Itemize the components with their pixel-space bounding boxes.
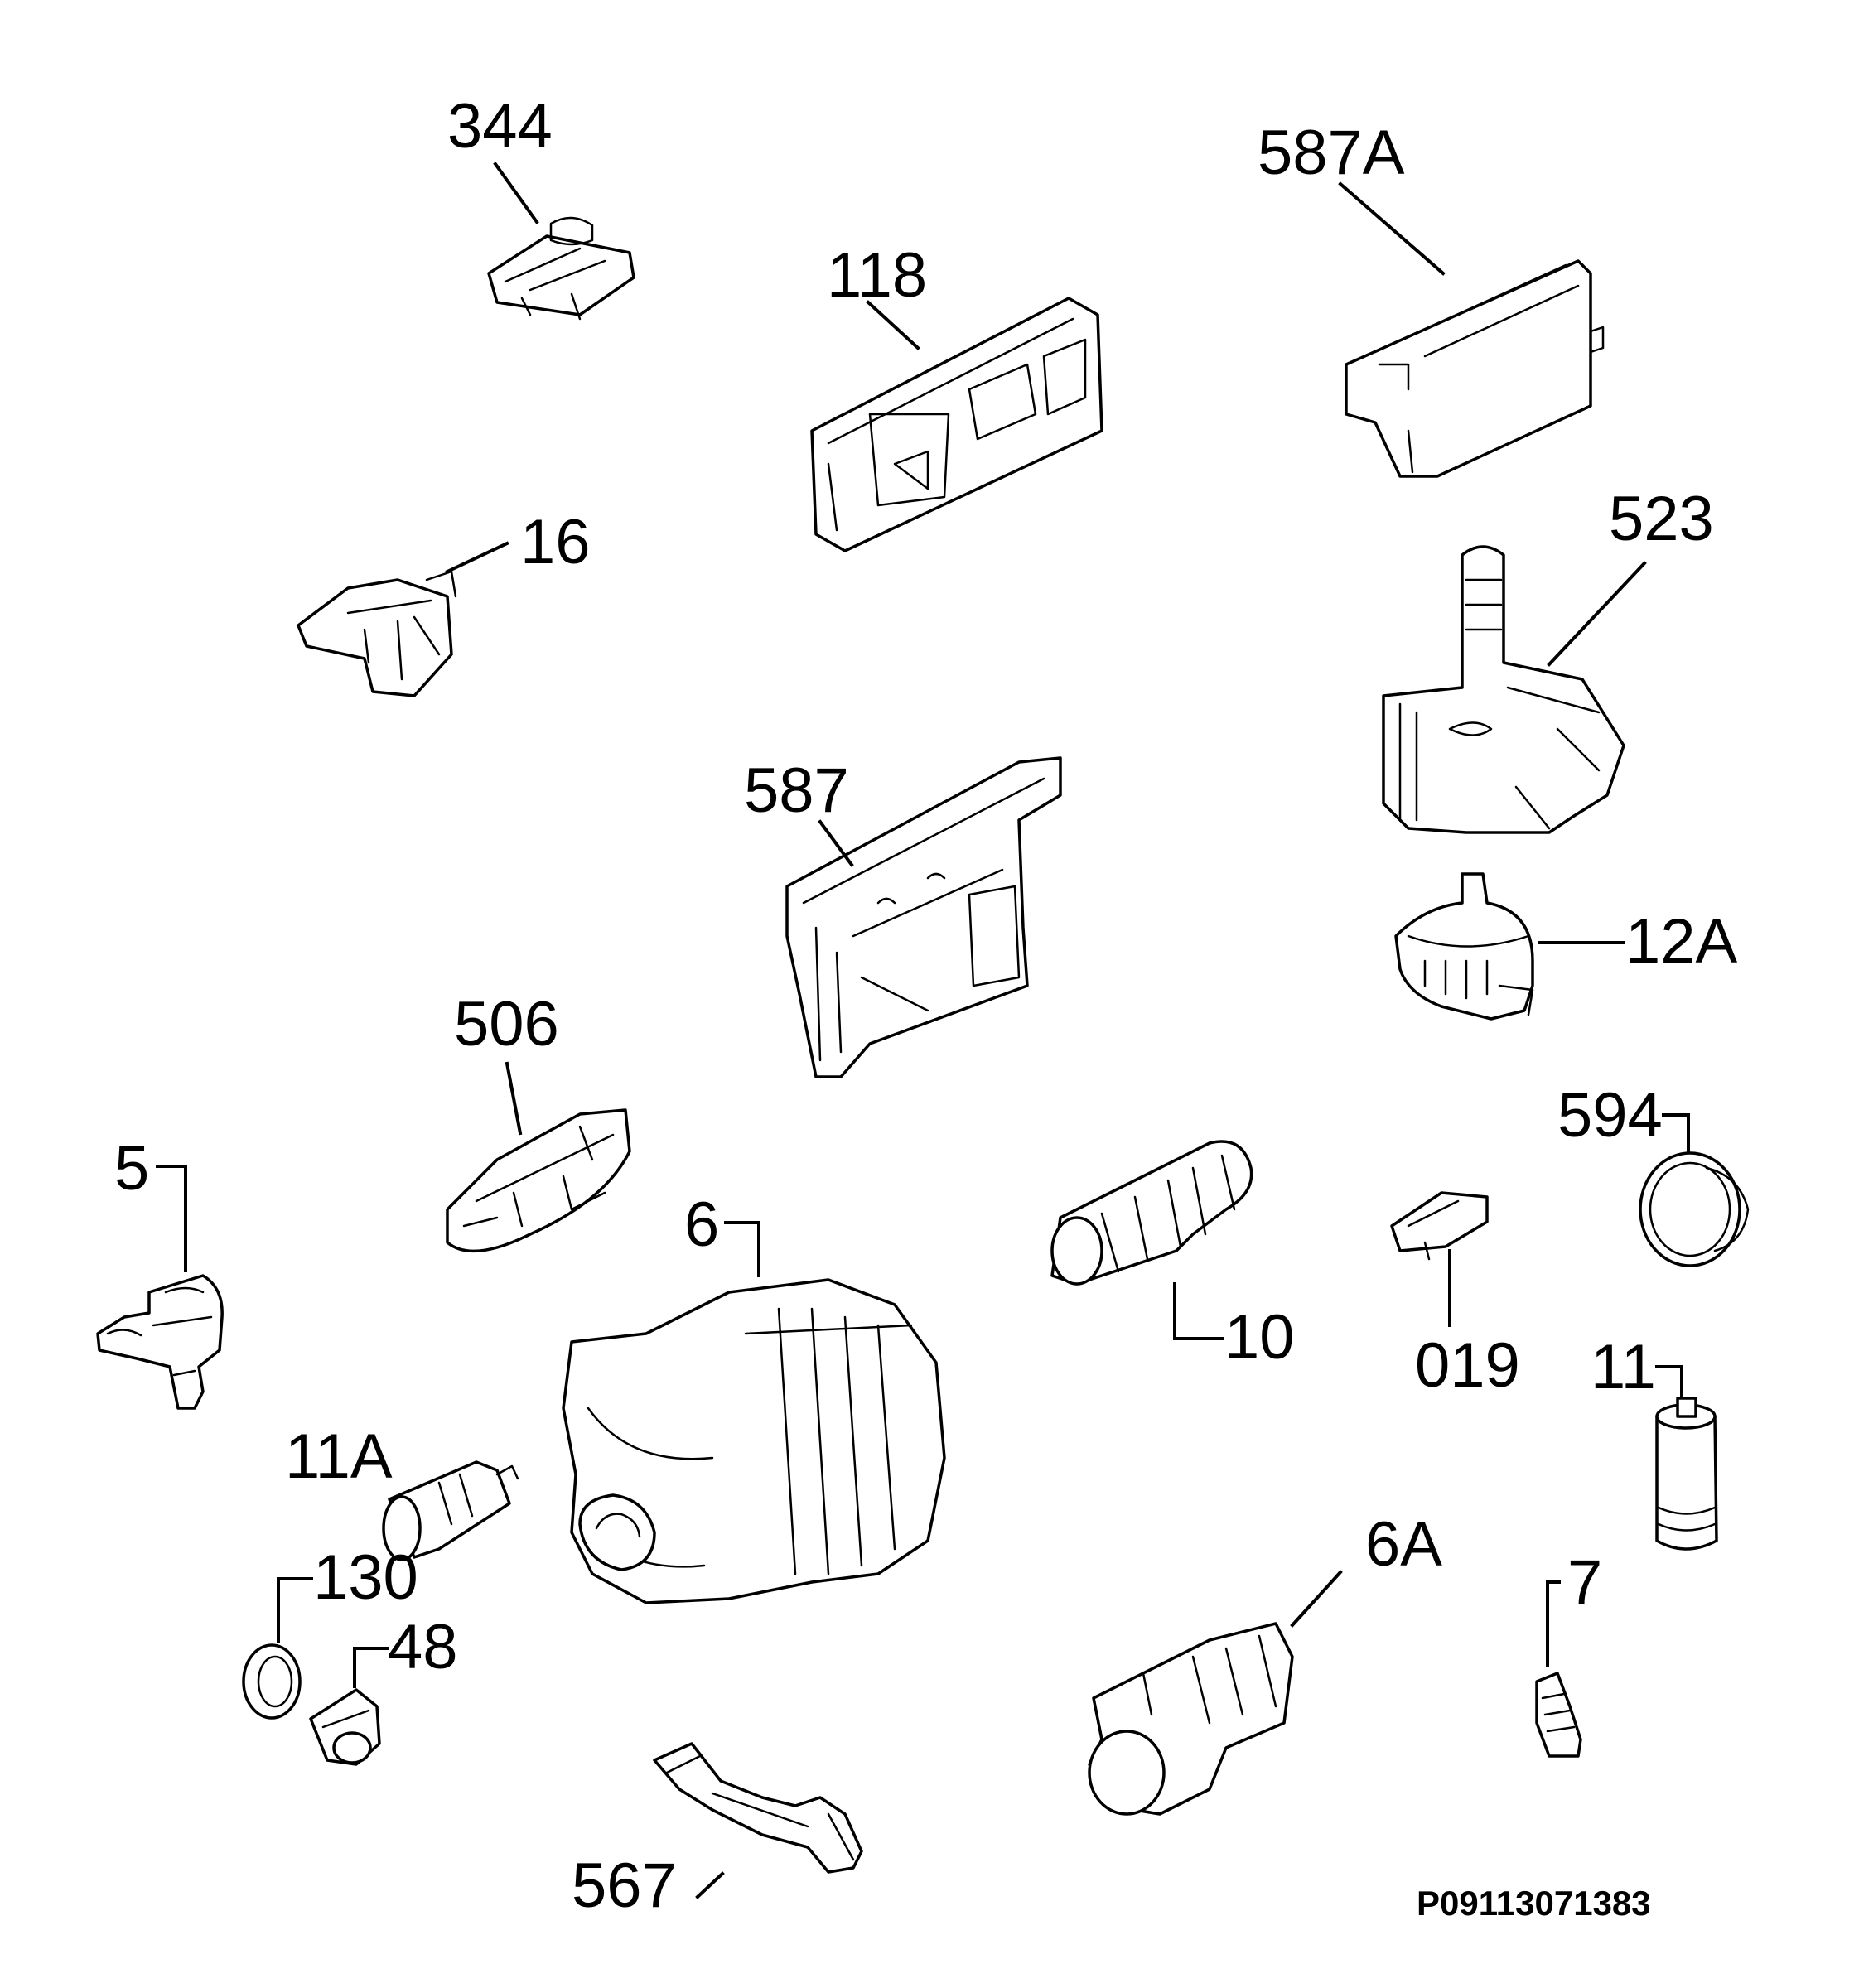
part-11: 11 — [1591, 1332, 1718, 1551]
part-344: 344 — [447, 91, 635, 321]
part-5: 5 — [96, 1133, 224, 1410]
leader-587 — [818, 819, 854, 867]
leader-11 — [1655, 1365, 1683, 1397]
part-7: 7 — [1535, 1547, 1602, 1758]
leader-118 — [866, 300, 920, 350]
leader-5 — [156, 1165, 187, 1272]
part-48: 48 — [309, 1612, 458, 1766]
label-12A: 12A — [1625, 906, 1738, 977]
part-11A: 11A — [285, 1421, 519, 1561]
label-019: 019 — [1415, 1330, 1520, 1401]
label-506: 506 — [454, 989, 559, 1059]
leader-10 — [1173, 1282, 1224, 1340]
part-16: 16 — [297, 507, 591, 697]
label-130: 130 — [313, 1542, 418, 1613]
leader-587A — [1338, 181, 1446, 276]
leader-523 — [1547, 561, 1647, 667]
leader-344 — [493, 162, 539, 224]
part-594: 594 — [1557, 1080, 1750, 1267]
label-344: 344 — [447, 91, 553, 162]
leader-6 — [724, 1221, 760, 1277]
label-118: 118 — [827, 240, 927, 311]
part-118: 118 — [810, 240, 1103, 552]
part-587A: 587A — [1258, 118, 1605, 478]
part-10: 10 — [1050, 1140, 1295, 1373]
leader-567 — [695, 1871, 725, 1899]
label-16: 16 — [520, 507, 591, 577]
label-11A: 11A — [285, 1421, 393, 1492]
label-11: 11 — [1591, 1332, 1656, 1402]
part-6: 6 — [562, 1189, 946, 1604]
part-019: 019 — [1390, 1191, 1520, 1401]
label-587A: 587A — [1258, 118, 1405, 188]
label-587: 587 — [744, 755, 849, 826]
label-5: 5 — [114, 1133, 149, 1204]
leader-48 — [353, 1647, 389, 1688]
part-523: 523 — [1382, 484, 1714, 834]
part-567: 567 — [572, 1742, 863, 1921]
label-10: 10 — [1224, 1302, 1295, 1373]
leader-16 — [445, 541, 509, 574]
part-587: 587 — [744, 755, 1062, 1078]
drawing-code: P09113071383 — [1417, 1884, 1651, 1923]
label-6: 6 — [684, 1189, 719, 1260]
part-12A: 12A — [1394, 872, 1738, 1021]
label-594: 594 — [1557, 1080, 1663, 1151]
leader-7 — [1546, 1580, 1561, 1667]
leader-594 — [1662, 1113, 1690, 1153]
label-48: 48 — [388, 1612, 458, 1682]
label-567: 567 — [572, 1850, 677, 1921]
label-523: 523 — [1609, 484, 1714, 554]
label-6A: 6A — [1365, 1509, 1442, 1580]
part-130: 130 — [242, 1542, 418, 1720]
part-6A: 6A — [1088, 1509, 1442, 1816]
label-7: 7 — [1567, 1547, 1602, 1618]
leader-6A — [1290, 1570, 1343, 1628]
leader-130 — [277, 1577, 313, 1643]
leader-506 — [505, 1061, 523, 1136]
part-506: 506 — [446, 989, 631, 1253]
